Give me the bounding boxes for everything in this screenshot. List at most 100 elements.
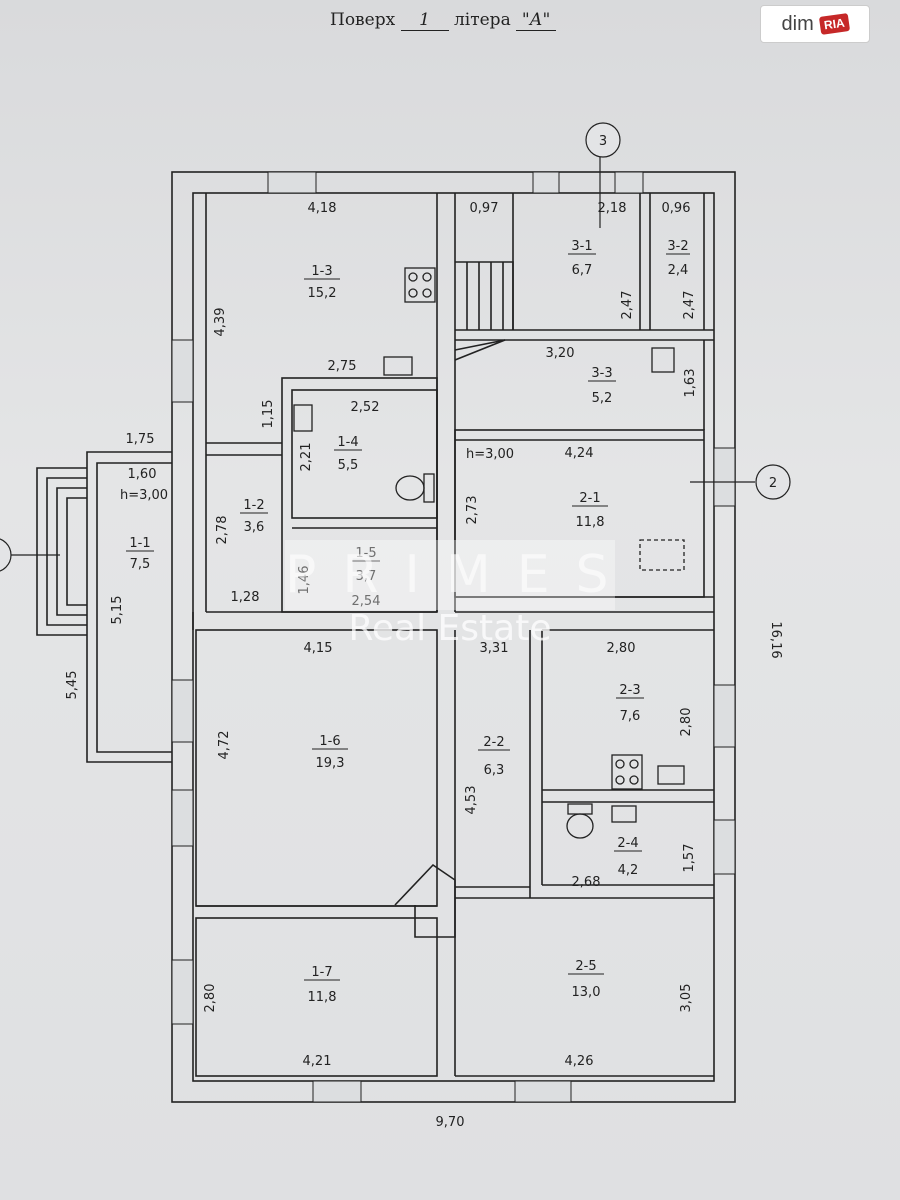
- room-id: 3-2: [667, 239, 688, 254]
- dim: 2,68: [572, 875, 601, 890]
- dim: 3,20: [546, 346, 575, 361]
- room-id: 3-3: [591, 366, 612, 381]
- ceiling-heights: h=3,00 h=3,00: [120, 447, 514, 503]
- room-1-7: 1-7 11,8: [304, 965, 340, 1005]
- room-1-2: 1-23,6: [240, 498, 268, 535]
- room-id: 1-2: [243, 498, 264, 513]
- dim: 3,05: [679, 984, 694, 1013]
- room-area: 4,2: [618, 863, 639, 878]
- room-2-2: 2-2 6,3: [478, 735, 510, 778]
- dim: 9,70: [436, 1115, 465, 1130]
- room-id: 1-7: [311, 965, 332, 980]
- dim: 2,52: [351, 400, 380, 415]
- room-area: 5,2: [592, 391, 613, 406]
- room-id: 2-4: [617, 836, 638, 851]
- room-id: 1-4: [337, 435, 358, 450]
- dim: 4,72: [217, 731, 232, 760]
- room-id: 2-3: [619, 683, 640, 698]
- room-area: 13,0: [572, 985, 601, 1000]
- dim: 1,60: [128, 467, 157, 482]
- room-area: 7,6: [620, 709, 641, 724]
- room-id: 1-6: [319, 734, 340, 749]
- floor-value: 1: [400, 10, 449, 31]
- dim: 1,75: [126, 432, 155, 447]
- dim: 4,26: [565, 1054, 594, 1069]
- floor-label: Поверх: [330, 10, 396, 30]
- room-id: 2-5: [575, 959, 596, 974]
- dim: 1,57: [682, 844, 697, 873]
- dim: 2,78: [215, 516, 230, 545]
- dim: 4,39: [213, 308, 228, 337]
- windows: [171, 171, 736, 1103]
- room-3-2: 3-2 2,4: [666, 239, 690, 278]
- room-area: 3,6: [244, 520, 265, 535]
- room-area: 11,8: [576, 515, 605, 530]
- dim: 5,15: [110, 596, 125, 625]
- room-id: 2-2: [483, 735, 504, 750]
- plan-header: Поверх 1 літера "А": [330, 10, 557, 31]
- room-area: 2,4: [668, 263, 689, 278]
- walls: [36, 171, 736, 1103]
- dim: 2,80: [607, 641, 636, 656]
- axis-label-2: 2: [769, 476, 777, 491]
- room-area: 11,8: [308, 990, 337, 1005]
- dim: 2,73: [465, 496, 480, 525]
- room-area: 3,7: [356, 569, 377, 584]
- room-area: 7,5: [130, 557, 151, 572]
- dimria-logo[interactable]: dim RIA: [760, 5, 870, 43]
- room-2-1: 2-1 11,8: [572, 491, 608, 530]
- room-area: 15,2: [308, 286, 337, 301]
- room-2-4: 2-4 4,2: [614, 836, 642, 878]
- room-area: 6,3: [484, 763, 505, 778]
- dim: 2,54: [352, 594, 381, 609]
- room-1-5: 1-5 3,7: [352, 546, 380, 584]
- dim: 4,53: [464, 786, 479, 815]
- room-2-3: 2-3 7,6: [616, 683, 644, 724]
- room-id: 1-3: [311, 264, 332, 279]
- dim: 5,45: [65, 671, 80, 700]
- dim: 4,21: [303, 1054, 332, 1069]
- room-labels: 1-17,5 1-23,6 1-315,2 1-45,5 1-53,7 1-61…: [126, 239, 690, 1005]
- dim: 4,24: [565, 446, 594, 461]
- dim: 0,97: [470, 201, 499, 216]
- dim: 2,18: [598, 201, 627, 216]
- room-area: 5,5: [338, 458, 359, 473]
- axis-label-3: 3: [599, 134, 607, 149]
- letter-label: літера: [453, 10, 511, 30]
- dim: 1,28: [231, 590, 260, 605]
- dim: 4,18: [308, 201, 337, 216]
- room-1-1: 1-17,5: [126, 536, 154, 572]
- room-2-5: 2-5 13,0: [568, 959, 604, 1000]
- dimension-labels: 4,18 4,39 2,75 1,15 2,52 2,21 1,75 1,60 …: [65, 201, 783, 1130]
- ceiling-height-1-1: h=3,00: [120, 488, 168, 503]
- room-id: 1-1: [129, 536, 150, 551]
- room-id: 2-1: [579, 491, 600, 506]
- dim: 1,46: [297, 566, 312, 595]
- dim: 2,21: [299, 443, 314, 472]
- room-1-4: 1-4 5,5: [334, 435, 362, 473]
- dim: 2,75: [328, 359, 357, 374]
- ceiling-height-2-1: h=3,00: [466, 447, 514, 462]
- room-1-3: 1-3 15,2: [304, 264, 340, 301]
- room-area: 19,3: [316, 756, 345, 771]
- dim: 2,47: [682, 291, 697, 320]
- dim: 16,16: [768, 621, 783, 658]
- room-id: 1-5: [355, 546, 376, 561]
- room-id: 3-1: [571, 239, 592, 254]
- dim: 2,80: [203, 984, 218, 1013]
- section-axes: [0, 122, 791, 572]
- dim: 1,15: [261, 400, 276, 429]
- dim: 1,63: [683, 369, 698, 398]
- room-3-1: 3-1 6,7: [568, 239, 596, 278]
- dim: 2,47: [620, 291, 635, 320]
- room-area: 6,7: [572, 263, 593, 278]
- logo-text: dim: [781, 12, 814, 35]
- fixtures: [293, 267, 685, 839]
- room-1-6: 1-6 19,3: [312, 734, 348, 771]
- dim: 4,15: [304, 641, 333, 656]
- dim: 2,80: [679, 708, 694, 737]
- dim: 0,96: [662, 201, 691, 216]
- axis-labels: 3 2 1: [599, 134, 777, 491]
